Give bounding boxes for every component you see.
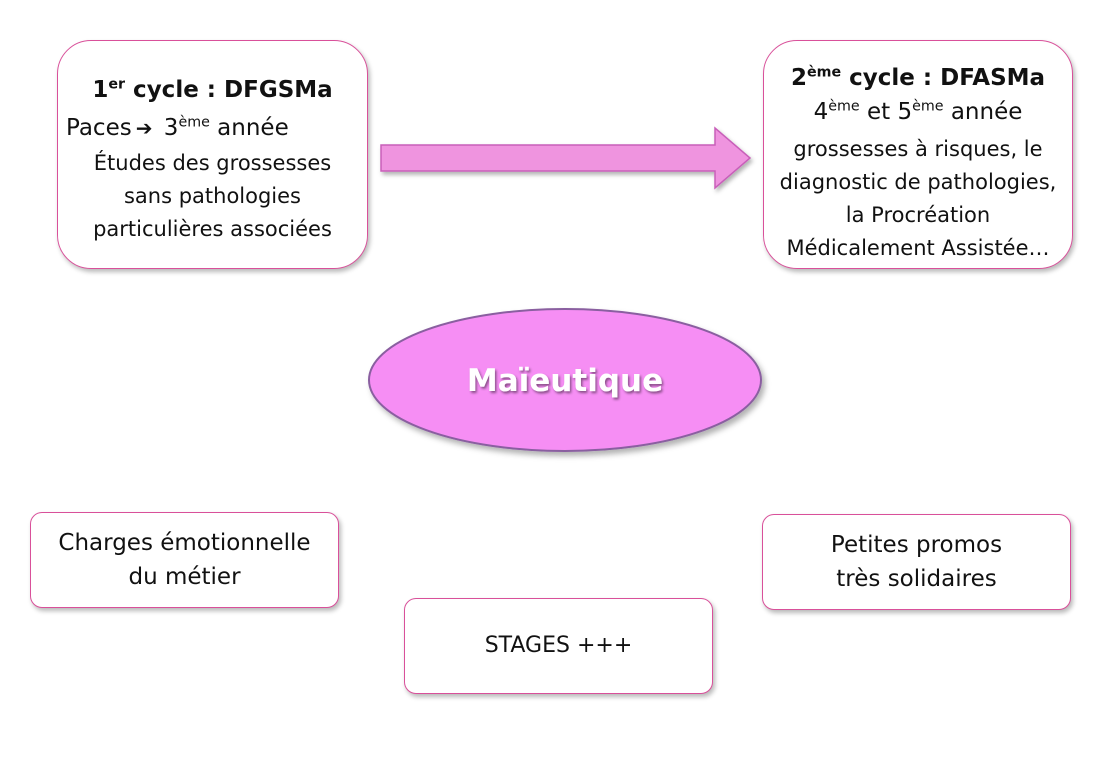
first-cycle-title: 1er cycle : DFGSMa xyxy=(92,76,333,103)
description-line: la Procréation xyxy=(845,203,991,227)
box-line: du métier xyxy=(128,564,241,590)
center-ellipse: Maïeutique xyxy=(368,308,762,452)
first-cycle-description: Études des grossesses sans pathologies p… xyxy=(58,147,367,246)
box-line: STAGES +++ xyxy=(484,633,633,658)
small-classes-box: Petites promos très solidaires xyxy=(762,514,1071,610)
internships-box: STAGES +++ xyxy=(404,598,713,694)
emotional-load-box: Charges émotionnelle du métier xyxy=(30,512,339,608)
right-arrow-icon: ➔ xyxy=(135,116,153,140)
second-cycle-years: 4ème et 5ème année xyxy=(813,98,1023,125)
ellipse-shape xyxy=(368,308,762,452)
box-line: Charges émotionnelle xyxy=(58,530,311,556)
description-line: sans pathologies xyxy=(123,184,302,208)
description-line: particulières associées xyxy=(93,217,332,241)
second-cycle-title: 2ème cycle : DFASMa xyxy=(790,64,1046,91)
description-line: grossesses à risques, le xyxy=(793,137,1043,161)
first-cycle-box: 1er cycle : DFGSMa Paces➔ 3ème année Étu… xyxy=(57,40,368,269)
second-cycle-box: 2ème cycle : DFASMa 4ème et 5ème année g… xyxy=(763,40,1073,269)
box-line: très solidaires xyxy=(836,566,997,592)
box-line: Petites promos xyxy=(830,532,1003,558)
first-cycle-path: Paces➔ 3ème année xyxy=(66,114,289,141)
center-label: Maïeutique xyxy=(467,363,663,399)
block-arrow-icon xyxy=(380,126,752,190)
description-line: Études des grossesses xyxy=(93,151,332,175)
second-cycle-description: grossesses à risques, le diagnostic de p… xyxy=(764,133,1072,265)
arrow-shape xyxy=(380,126,752,190)
description-line: Médicalement Assistée… xyxy=(786,236,1050,260)
description-line: diagnostic de pathologies, xyxy=(779,170,1057,194)
